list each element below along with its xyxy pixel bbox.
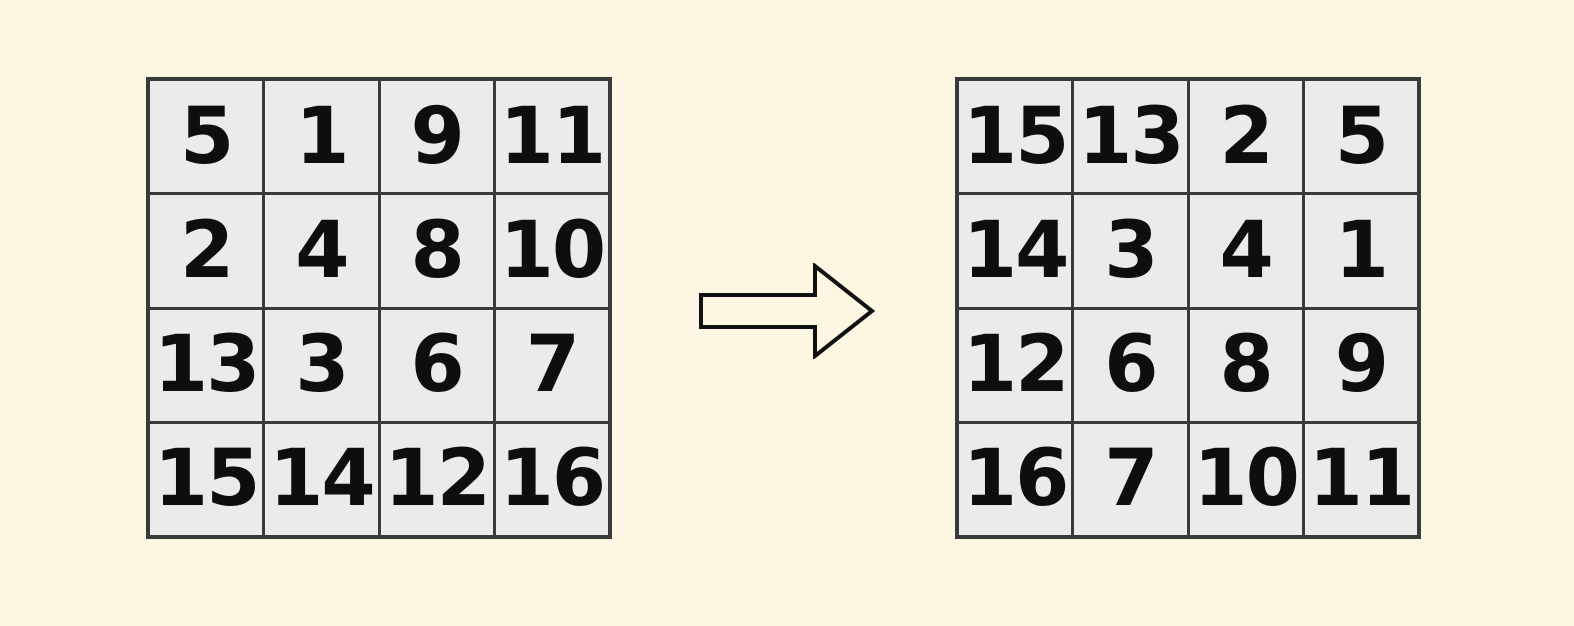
arrow-right-icon — [699, 263, 876, 359]
grid-cell: 9 — [1304, 309, 1417, 421]
grid-cell: 5 — [1304, 81, 1417, 193]
grid-cell: 16 — [495, 423, 608, 535]
grid-cell: 11 — [495, 81, 608, 193]
grid-cell: 7 — [495, 309, 608, 421]
grid-cell: 12 — [380, 423, 493, 535]
grid-cell: 11 — [1304, 423, 1417, 535]
grid-cell: 4 — [1189, 195, 1302, 307]
grid-cell: 5 — [150, 81, 263, 193]
grid-cell: 3 — [1074, 195, 1187, 307]
grid-cell: 2 — [1189, 81, 1302, 193]
grid-cell: 14 — [265, 423, 378, 535]
grid-cell: 12 — [959, 309, 1072, 421]
grid-cell: 14 — [959, 195, 1072, 307]
grid-cell: 6 — [1074, 309, 1187, 421]
grid-cell: 4 — [265, 195, 378, 307]
grid-cell: 15 — [959, 81, 1072, 193]
grid-cell: 15 — [150, 423, 263, 535]
grid-cell: 10 — [495, 195, 608, 307]
grid-cell: 2 — [150, 195, 263, 307]
grid-cell: 7 — [1074, 423, 1187, 535]
grid-cell: 8 — [380, 195, 493, 307]
grid-cell: 6 — [380, 309, 493, 421]
grid-cell: 9 — [380, 81, 493, 193]
grid-cell: 13 — [150, 309, 263, 421]
grid-cell: 3 — [265, 309, 378, 421]
grid-cell: 1 — [265, 81, 378, 193]
grid-cell: 13 — [1074, 81, 1187, 193]
grid-cell: 16 — [959, 423, 1072, 535]
grid-cell: 10 — [1189, 423, 1302, 535]
grid-cell: 8 — [1189, 309, 1302, 421]
grid-cell: 1 — [1304, 195, 1417, 307]
